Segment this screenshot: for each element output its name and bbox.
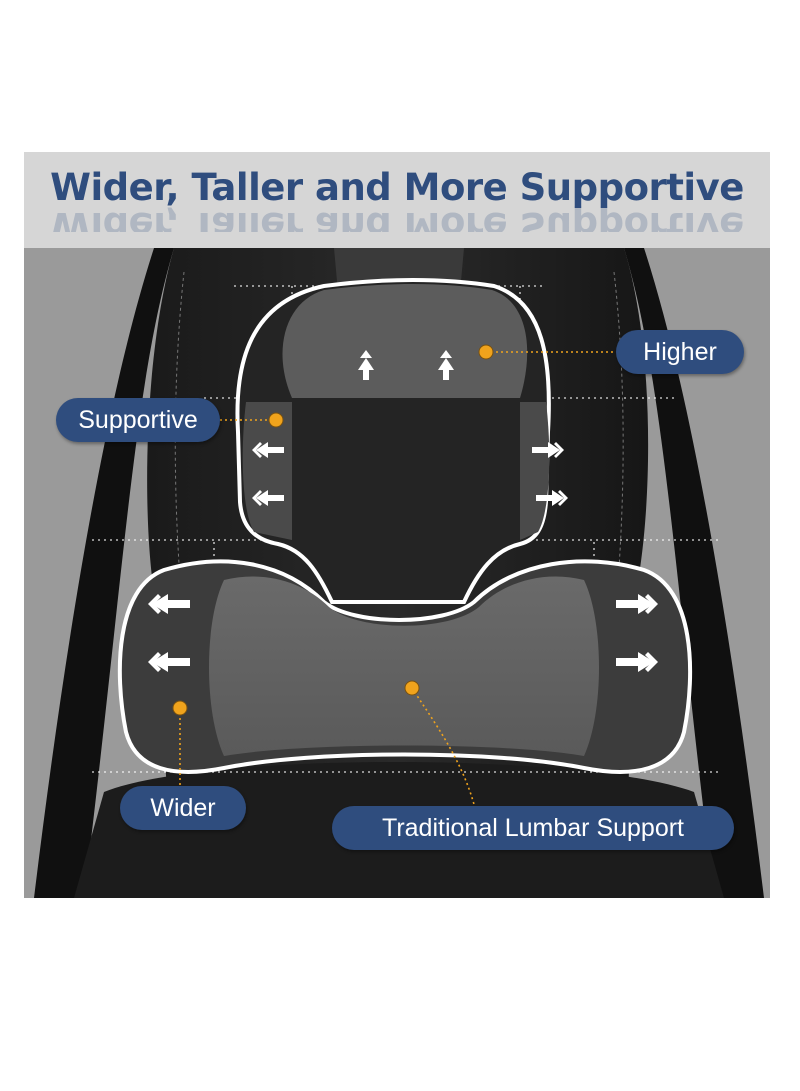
- callout-lumbar: Traditional Lumbar Support: [332, 806, 734, 850]
- title-band: [24, 152, 770, 248]
- neck-pillow-right-zone: [520, 402, 550, 540]
- right-arrow-icon: [616, 594, 658, 614]
- headline: Wider, Taller and More Supportive: [50, 166, 744, 209]
- lumbar-marker-icon: [404, 680, 420, 696]
- up-arrow-icon: [438, 350, 454, 380]
- right-arrow-icon: [532, 442, 564, 458]
- headline-reflection: Wider, Taller and More Supportive: [50, 206, 744, 232]
- product-image-panel: Wider, Taller and More Supportive Wider,…: [24, 152, 770, 898]
- seat-right-bolster: [624, 248, 764, 898]
- marker-dots: [172, 344, 494, 716]
- lumbar-pillow-center: [209, 576, 599, 756]
- left-arrow-icon: [252, 442, 284, 458]
- neck-pillow-left-zone: [242, 402, 292, 540]
- neck-pillow-top-zone: [282, 284, 528, 398]
- higher-marker-icon: [478, 344, 494, 360]
- left-arrow-icon: [252, 490, 284, 506]
- callout-higher: Higher: [616, 330, 744, 374]
- right-arrow-icon: [616, 652, 658, 672]
- left-arrow-icon: [148, 652, 190, 672]
- left-arrow-icon: [148, 594, 190, 614]
- leader-lines: [179, 351, 616, 813]
- wider-marker-icon: [172, 700, 188, 716]
- supportive-marker-icon: [268, 412, 284, 428]
- callout-supportive: Supportive: [56, 398, 220, 442]
- up-arrow-icon: [358, 350, 374, 380]
- callout-wider: Wider: [120, 786, 246, 830]
- right-arrow-icon: [536, 490, 568, 506]
